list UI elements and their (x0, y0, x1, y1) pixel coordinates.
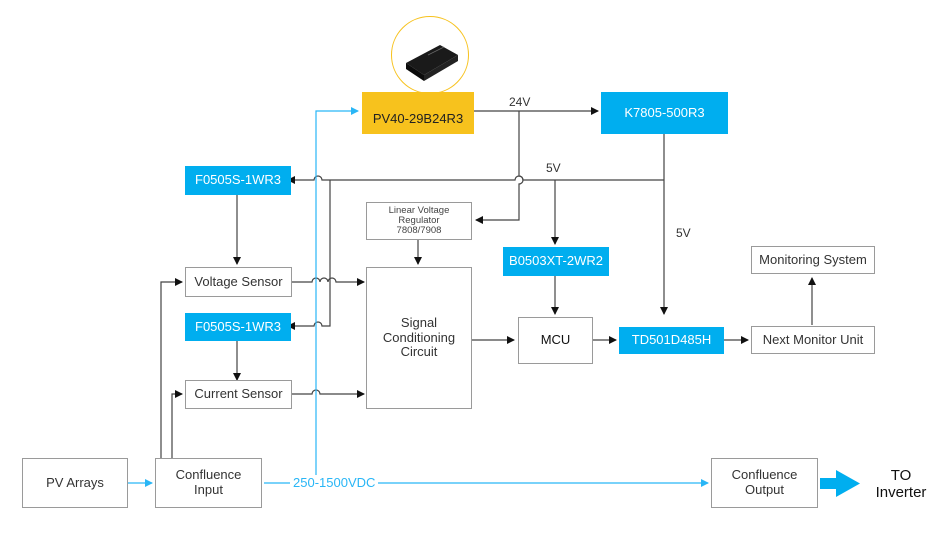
next-monitor-unit-block: Next Monitor Unit (751, 326, 875, 354)
label-to-inverter: TO Inverter (875, 467, 927, 501)
label-5v-top: 5V (546, 161, 561, 175)
signal-conditioning-block: Signal Conditioning Circuit (366, 267, 472, 409)
wire-confluence-to-voltage (160, 278, 183, 458)
label-dc-bus: 250-1500VDC (290, 475, 379, 490)
wire-voltage-to-signal (292, 277, 365, 286)
product-photo-icon (391, 16, 469, 94)
wire-dc-to-pv40 (315, 107, 359, 483)
f0505s-top-block: F0505S-1WR3 (185, 166, 291, 195)
label-5v-right: 5V (676, 226, 691, 240)
voltage-sensor-block: Voltage Sensor (185, 267, 292, 297)
linear-regulator-block: Linear Voltage Regulator 7808/7908 (366, 202, 472, 240)
pv-arrays-block: PV Arrays (22, 458, 128, 508)
label-24v: 24V (509, 95, 531, 109)
confluence-input-block: Confluence Input (155, 458, 262, 508)
output-arrow-icon (820, 470, 860, 497)
current-sensor-block: Current Sensor (185, 380, 292, 409)
td501d485h-block: TD501D485H (619, 327, 724, 354)
b0503xt-block: B0503XT-2WR2 (503, 247, 609, 276)
k7805-block: K7805-500R3 (601, 92, 728, 134)
wire-5v-to-f0505s-bottom (287, 180, 331, 330)
mcu-block: MCU (518, 317, 593, 364)
pv40-block: PV40-29B24R3 (362, 92, 474, 134)
f0505s-bottom-block: F0505S-1WR3 (185, 313, 291, 341)
wire-confluence-to-current (171, 390, 183, 458)
wire-5v-bus (287, 175, 664, 184)
monitoring-system-block: Monitoring System (751, 246, 875, 274)
wire-24v-to-regulator (475, 111, 524, 224)
wire-current-to-signal (292, 389, 365, 398)
confluence-output-block: Confluence Output (711, 458, 818, 508)
